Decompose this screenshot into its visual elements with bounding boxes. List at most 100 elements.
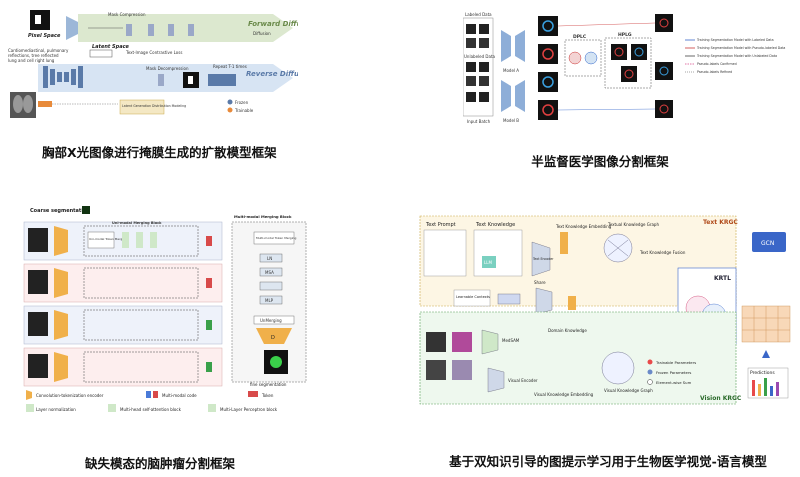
share-label: Share [534,280,546,285]
svg-text:Text Encoder: Text Encoder [532,257,554,261]
input-batch-thumbnails [466,24,489,102]
legend-frozen: Frozen [235,100,249,105]
krgc-legend: Trainable Parameters Frozen Parameters E… [647,359,696,385]
textual-knowledge-graph [603,233,633,263]
row1-merging-label: Uni-modal Merging Block [112,221,162,225]
dplc-label: DPLC [573,34,587,40]
svg-text:Trainable Parameters: Trainable Parameters [655,360,696,365]
svg-text:MedSAM: MedSAM [502,338,520,343]
brain-legend: Convolution-tokenization encoder Multi-m… [26,390,278,412]
visual-encoder [487,367,505,393]
ln-label: LN [267,256,272,261]
mask-compression-label: Mask Compression [108,12,146,17]
glioma-box [497,293,521,305]
svg-text:Uni-modal Token Merging: Uni-modal Token Merging [89,237,127,241]
gcn-label: GCN [761,240,774,247]
output-maps [655,14,673,118]
input-batch-label: Input Batch [467,119,491,124]
decoder-block [256,328,292,344]
visual-graph-label: Visual Knowledge Graph [604,388,653,393]
decoder-label: D [271,335,275,341]
medical-image-thumbnails [426,332,472,380]
multi-modal-block-label: Multi-modal Merging Block [234,214,292,219]
text-encoder-top [531,241,551,277]
svg-text:Multi-head self-attention bloc: Multi-head self-attention block [120,407,182,412]
llm-box [482,256,496,268]
domain-knowledge-label: Domain Knowledge [548,328,587,333]
text-image-label: Text-Image Contrastive Loss [125,50,182,55]
labeled-data-label: Labeled Data [465,12,492,17]
reverse-diffusion-label: Reverse Diffusion [246,70,298,78]
visual-knowledge-graph [601,351,635,385]
svg-text:Training Segmentation Model wi: Training Segmentation Model with Pseudo-… [696,46,785,50]
svg-text:Multi-modal code: Multi-modal code [162,393,197,398]
text-fusion-label: Text Knowledge Fusion [639,250,686,255]
predictions-label: Predictions [750,370,775,376]
svg-text:Cardiomediastinal, pulmonary: Cardiomediastinal, pulmonary [8,48,69,53]
caption-top-right: 半监督医学图像分割框架 [531,154,669,169]
svg-text:reflections, tree reflected: reflections, tree reflected [8,53,59,58]
semi-legend: Training Segmentation Model with Labeled… [685,38,785,74]
model-a-label: Model A [503,68,519,73]
svg-text:Pseudo-labels Refined: Pseudo-labels Refined [697,70,732,74]
svg-text:Training Segmentation Model wi: Training Segmentation Model with Labeled… [696,38,774,42]
learnable-contexts-box [453,289,491,307]
text-encoder-mid [535,287,553,315]
svg-text:Learnable Contexts: Learnable Contexts [456,295,490,299]
text-graph-label: Textual Knowledge Graph [607,222,659,227]
semi-supervised-figure: Labeled Data Unlabeled Data Input Batch … [462,10,793,130]
caption-bottom-right: 基于双知识引导的图提示学习用于生物医学视觉-语言模型 [449,454,767,469]
svg-text:Diffusion: Diffusion [253,31,271,36]
latent-guidance-label: Latent Generation Distribution Modeling [122,104,186,108]
brain-tumor-figure: Coarse segmentation Uni-modal Merging Bl… [22,204,314,420]
model-b-network [501,80,525,112]
vision-krgc-label: Vision KRGC [700,395,742,402]
text-prompt-label: Text Prompt [425,222,456,228]
fine-segmentation-label: fine segmentation [250,382,287,387]
text-krgc-label: Text KRGC [703,219,738,226]
modality-row-3 [23,305,223,345]
svg-text:lung and cell right lung: lung and cell right lung [8,58,55,63]
diffusion-figure: Forward Diffusion Diffusion Reverse Diff… [8,4,318,126]
gcn-box [752,232,786,252]
vision-krgc-box [419,311,737,405]
svg-text:Training Segmentation Model wi: Training Segmentation Model with Unlabel… [696,54,777,58]
forward-diffusion-label: Forward Diffusion [248,20,298,28]
latent-space-label: Latent Space [92,44,130,50]
hplg-label: HPLG [618,32,632,38]
text-encoder-box [89,49,113,58]
prediction-matrix [741,305,791,343]
modality-row-2 [23,263,223,303]
tk-embed-label: Text Knowledge Embedding [555,224,612,229]
svg-text:Layer normalization: Layer normalization [36,407,76,412]
caption-bottom-left: 缺失模态的脑肿瘤分割框架 [84,456,235,471]
latent-guidance-box [119,99,165,115]
unlabeled-data-label: Unlabeled Data [464,54,496,59]
modality-row-1: Uni-modal Merging Block Uni-modal Token … [23,221,223,261]
unmerging-label: UnMerging [260,318,282,323]
latent-cubes-top [126,24,194,36]
unet-blocks [43,66,83,88]
repeat-label: Repeat T-1 times [213,64,247,69]
mask-decompression-label: Mask Decompression [146,66,189,71]
caption-top-left: 胸部X光图像进行掩膜生成的扩散模型框架 [42,145,277,160]
krtl-label: KRTL [714,275,731,282]
svg-text:Multi-modal Token Merging: Multi-modal Token Merging [256,236,296,240]
svg-text:Convolution-tokenization encod: Convolution-tokenization encoder [36,393,104,398]
image-encoder-tag [38,101,52,107]
mlp-label: MLP [265,298,274,303]
mask-encoder [66,16,78,40]
krgc-figure: Text KRGC Text Prompt Text Knowledge LLM… [418,212,794,408]
legend-trainable: Trainable [234,108,254,113]
svg-text:LLM: LLM [484,260,492,265]
prediction-maps [538,16,558,120]
svg-text:Pseudo-labels Confirmed: Pseudo-labels Confirmed [697,62,737,66]
svg-text:Frozen Parameters: Frozen Parameters [656,370,691,375]
model-a-network [501,30,525,62]
svg-text:Element-wise Sum: Element-wise Sum [656,380,692,385]
model-b-label: Model B [503,118,519,123]
svg-text:Multi-Layer Perceptron block: Multi-Layer Perceptron block [220,407,278,412]
modality-row-4 [23,347,223,387]
coarse-segmentation-label: Coarse segmentation [30,208,90,214]
vk-embed-label: Visual Knowledge Embedding [534,392,594,397]
